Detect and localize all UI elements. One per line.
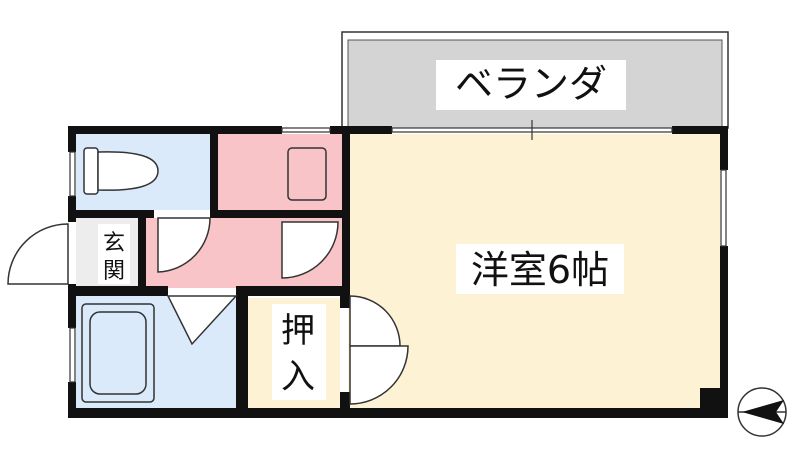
- windows: [69, 120, 727, 383]
- entrance-label-bg: [98, 224, 130, 284]
- western-room-label: 洋室6帖: [471, 248, 609, 292]
- doors: [7, 217, 409, 405]
- entrance-door: [7, 223, 69, 285]
- closet-label-line1: 押: [281, 311, 315, 351]
- toilet-icon: [83, 147, 159, 195]
- entrance-label-line1: 玄: [103, 231, 125, 256]
- closet-label-line2: 入: [281, 357, 315, 397]
- closet-label-bg: [272, 304, 326, 400]
- balcony-label-bg: [436, 60, 626, 110]
- balcony: ベランダ: [341, 31, 729, 129]
- north-arrow-icon: [737, 387, 787, 437]
- entrance-label-line2: 関: [103, 259, 125, 284]
- walls: [68, 126, 728, 418]
- sink-icon: [287, 147, 327, 201]
- balcony-label: ベランダ: [455, 62, 607, 106]
- toilet-door: [157, 217, 211, 273]
- closet-door-lower: [349, 345, 409, 405]
- inner-door: [281, 221, 339, 279]
- western-room-label-bg: [456, 244, 624, 294]
- bathroom-door: [166, 295, 238, 346]
- bathtub-icon: [81, 303, 155, 403]
